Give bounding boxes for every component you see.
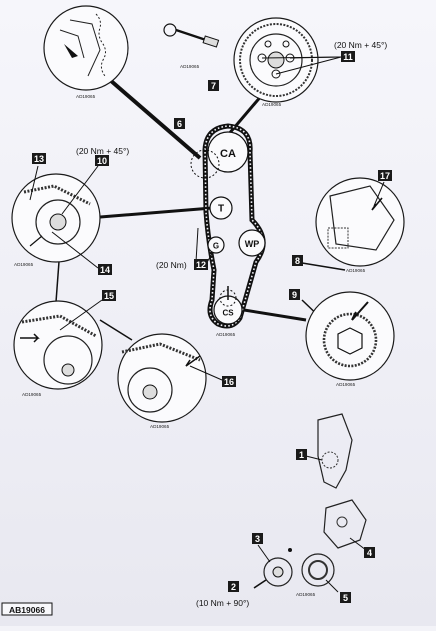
ref-right-lower: AD19065 [336,382,356,387]
detail-tensioner: AD19065 [11,173,101,267]
ref-tensioner: AD19065 [14,262,34,267]
svg-text:10: 10 [97,156,107,166]
detail-17: AD19065 [315,177,405,273]
leader-1 [305,455,323,461]
callout-16: 16 [222,376,236,387]
svg-text:CA: CA [220,148,236,160]
callout-17: 17 [378,170,392,181]
svg-text:11: 11 [343,52,353,62]
svg-text:9: 9 [292,290,297,300]
leader-3 [257,544,271,563]
svg-text:12: 12 [196,260,206,270]
callout-11-leaders [261,56,342,75]
leader-lines [55,78,346,341]
part-4-cover [323,499,367,549]
detail-cam-pulley: AD19065 [233,17,319,107]
svg-text:2: 2 [231,582,236,592]
leader-15 [59,299,103,331]
callout-10: 10 [95,155,109,166]
pulley-t: T [209,196,233,220]
detail-15: AD19065 [13,300,103,397]
ref-hub: AD19065 [296,592,316,597]
callout-5: 5 [340,592,351,603]
callout-12: 12 [194,259,208,270]
svg-text:4: 4 [367,548,372,558]
ref-tool: AD19065 [180,64,200,69]
leader-4 [349,537,367,551]
leader-5 [325,579,339,593]
callout-2: 2 [228,581,239,592]
callout-6: 6 [174,118,185,129]
svg-text:16: 16 [224,377,234,387]
ref-top-left: AD19065 [76,94,96,99]
callout-3: 3 [252,533,263,544]
callout-14: 14 [98,264,112,275]
hub-assembly: AD19065 [253,548,335,597]
svg-text:14: 14 [100,265,110,275]
pulley-g: G [207,236,225,254]
svg-text:3: 3 [255,534,260,544]
torque-11: (20 Nm + 45°) [334,40,387,50]
svg-text:8: 8 [295,256,300,266]
leader-17 [373,181,385,207]
callout-7: 7 [208,80,219,91]
detail-16: AD19065 [117,333,207,429]
callout-1: 1 [296,449,307,460]
pulley-ca: CA [207,131,249,173]
highlight-ring-6 [190,149,220,179]
svg-text:15: 15 [104,291,114,301]
leader-16 [189,365,223,381]
svg-text:T: T [218,204,224,215]
ref-right-upper: AD19065 [346,268,366,273]
callout-9: 9 [289,289,300,300]
leader-10 [61,165,99,215]
detail-top-left: AD19065 [43,5,129,99]
ref-mid-left-lower: AD19065 [22,392,42,397]
torque-12: (20 Nm) [156,260,187,270]
pulley-cs: CS AD19065 [213,286,243,337]
leader-14 [51,231,99,269]
svg-text:1: 1 [299,450,304,460]
callout-15: 15 [102,290,116,301]
ref-cam-detail: AD19065 [262,102,282,107]
ref-center-lower: AD19065 [150,424,170,429]
callout-13: 13 [32,153,46,164]
torque-10: (20 Nm + 45°) [76,146,129,156]
svg-text:17: 17 [380,171,390,181]
callout-8: 8 [292,255,303,266]
torque-2: (10 Nm + 90°) [196,598,249,608]
svg-text:G: G [213,242,219,251]
svg-text:6: 6 [177,119,182,129]
pulley-wp: WP [238,229,266,257]
part-1-cover [317,413,353,489]
callout-11: 11 [341,51,355,62]
ref-cs: AD19065 [216,332,236,337]
leader-13 [29,165,39,201]
callout-4: 4 [364,547,375,558]
svg-text:AB19066: AB19066 [9,605,45,615]
svg-text:CS: CS [222,309,234,318]
locking-tool: AD19065 [163,23,220,69]
svg-text:13: 13 [34,154,44,164]
svg-text:7: 7 [211,81,216,91]
svg-text:5: 5 [343,593,348,603]
svg-text:WP: WP [245,239,260,249]
figure-ref: AB19066 [1,602,53,616]
detail-9: AD19065 [305,291,395,387]
